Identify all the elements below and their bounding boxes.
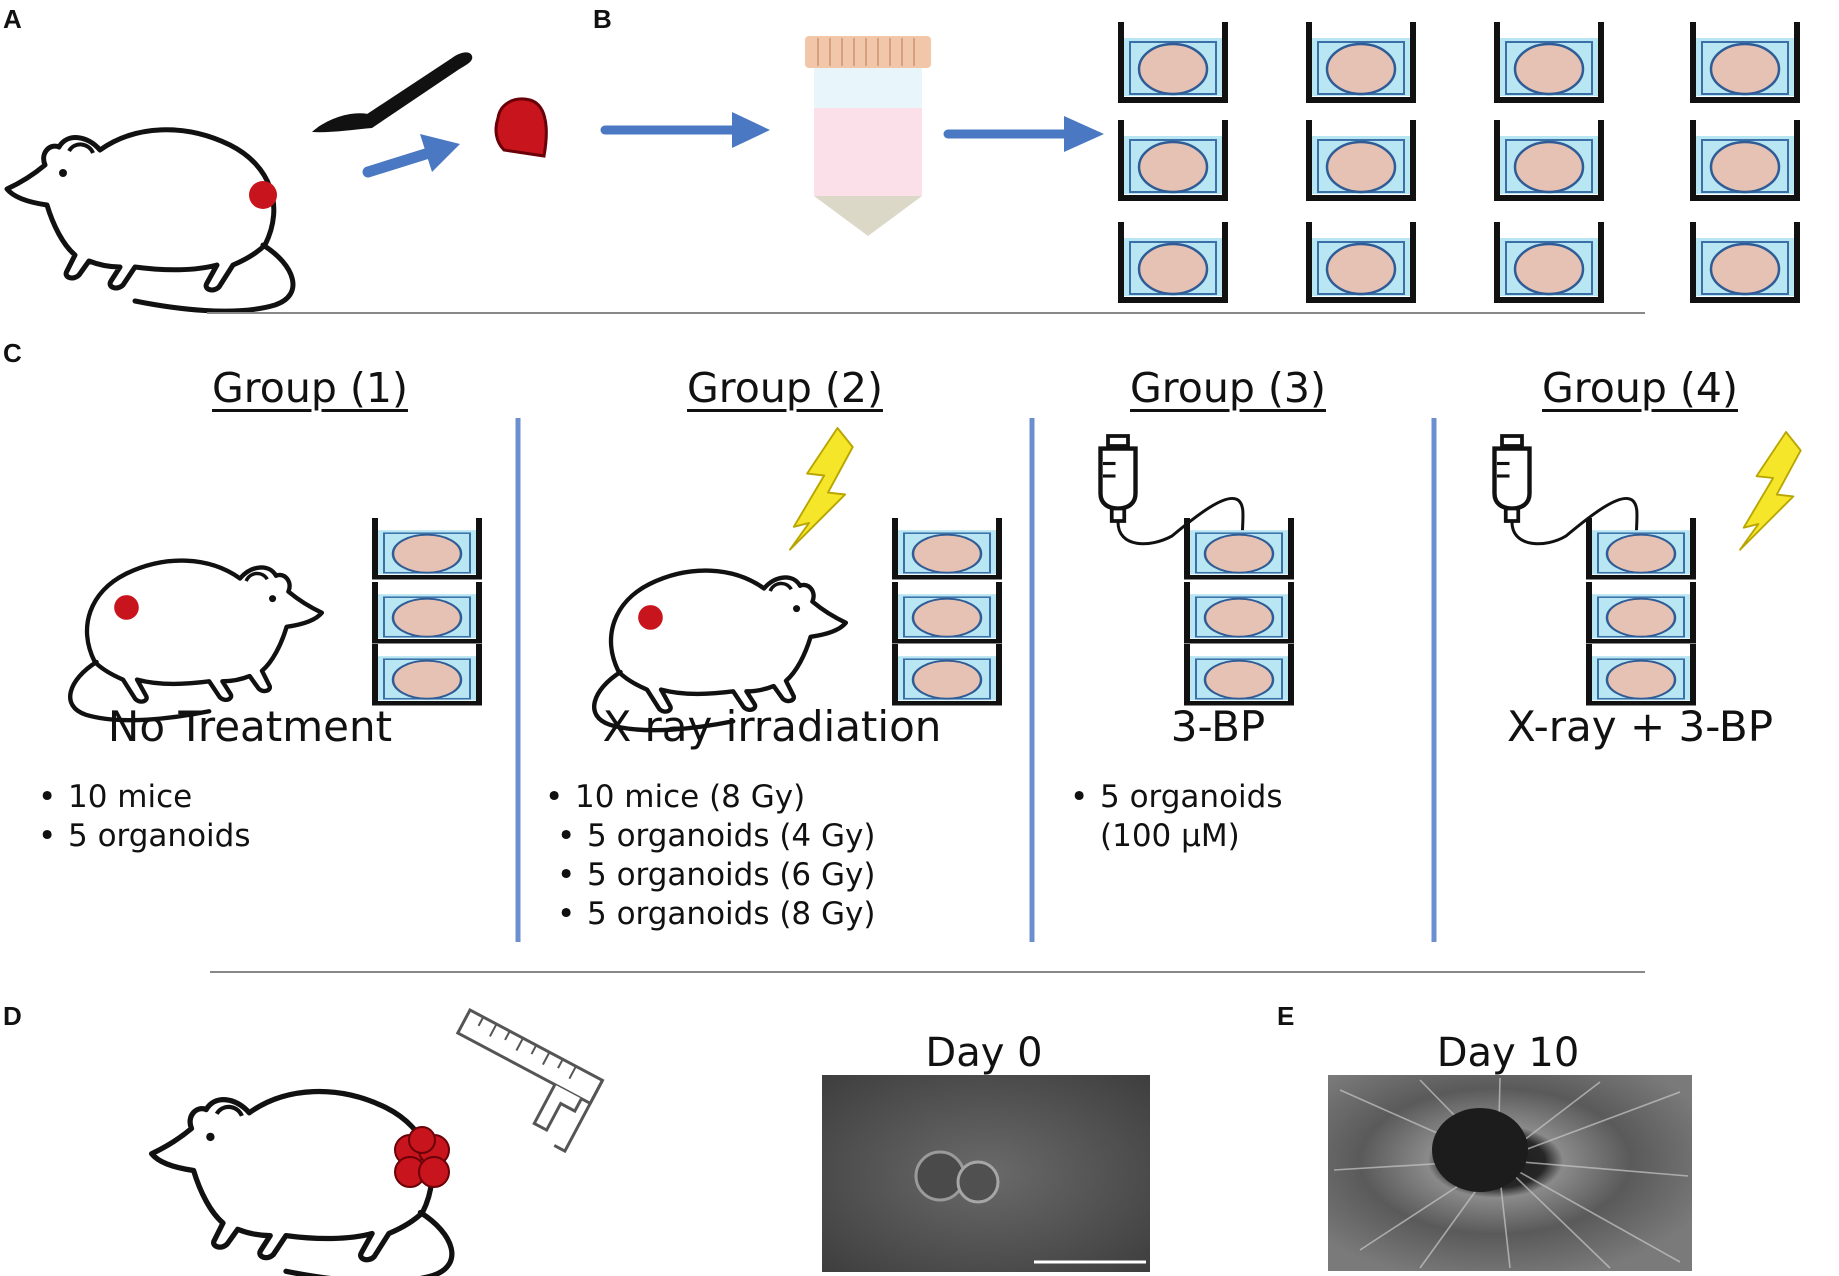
panel-label-d: D <box>3 1001 22 1031</box>
group4-title: Group (4) <box>1542 364 1738 412</box>
group1-bullet: 10 mice <box>38 778 250 817</box>
day0-label: Day 0 <box>925 1030 1043 1076</box>
group3-bullet-continuation: (100 μM) <box>1100 818 1240 854</box>
group2-bullet: 5 organoids (6 Gy) <box>545 856 875 895</box>
arrow-a-icon <box>362 134 460 178</box>
group2-mouse <box>594 571 846 731</box>
group4-wells <box>1589 518 1693 703</box>
group3-iv-bag-icon <box>1101 436 1136 521</box>
day0-micrograph <box>822 1075 1150 1272</box>
excised-tumor-icon <box>494 97 548 158</box>
day10-label: Day 10 <box>1436 1030 1580 1076</box>
group3-bullet: 5 organoids <box>1058 778 1282 817</box>
tumor-cluster-icon <box>394 1126 450 1188</box>
mouse-with-tumor-a <box>7 130 293 311</box>
group3-title: Group (3) <box>1130 364 1326 412</box>
panel-label-a: A <box>3 4 22 34</box>
panel-label-e: E <box>1277 1001 1295 1031</box>
caliper-icon <box>455 1007 605 1154</box>
group2-bullet: 5 organoids (4 Gy) <box>545 817 875 856</box>
group1-bullets: 10 mice 5 organoids <box>38 778 250 856</box>
group1-mouse <box>70 561 322 721</box>
group2-treatment: X-ray irradiation <box>602 702 942 751</box>
arrow-b1-icon <box>600 112 770 148</box>
group1-title: Group (1) <box>212 364 408 412</box>
group1-wells <box>375 518 479 703</box>
group3-bullets: 5 organoids (100 μM) <box>1058 778 1282 856</box>
day10-micrograph <box>1328 1075 1692 1271</box>
group2-bullet: 10 mice (8 Gy) <box>545 778 875 817</box>
group3-iv-tube <box>1116 497 1245 549</box>
tumor-icon <box>249 181 277 209</box>
scalpel-icon <box>312 52 473 133</box>
group2-bullets: 10 mice (8 Gy) 5 organoids (4 Gy) 5 orga… <box>545 778 875 934</box>
group1-treatment: No Treatment <box>107 702 393 751</box>
group4-lightning-icon <box>1739 431 1802 551</box>
panel-label-b: B <box>593 4 612 34</box>
group2-wells <box>895 518 999 703</box>
group1-bullet: 5 organoids <box>38 817 250 856</box>
arrow-b2-icon <box>943 116 1104 152</box>
organoid-well-grid <box>1121 22 1797 300</box>
group3-wells <box>1187 518 1291 703</box>
group2-title: Group (2) <box>687 364 883 412</box>
centrifuge-tube-icon <box>805 36 931 236</box>
group2-lightning-icon <box>789 427 854 551</box>
panel-label-c: C <box>3 338 22 368</box>
group4-treatment: X-ray + 3-BP <box>1506 702 1774 751</box>
group3-treatment: 3-BP <box>1170 702 1266 751</box>
group2-bullet: 5 organoids (8 Gy) <box>545 895 875 934</box>
group4-iv-tube <box>1510 497 1639 549</box>
group4-iv-bag-icon <box>1495 436 1530 521</box>
